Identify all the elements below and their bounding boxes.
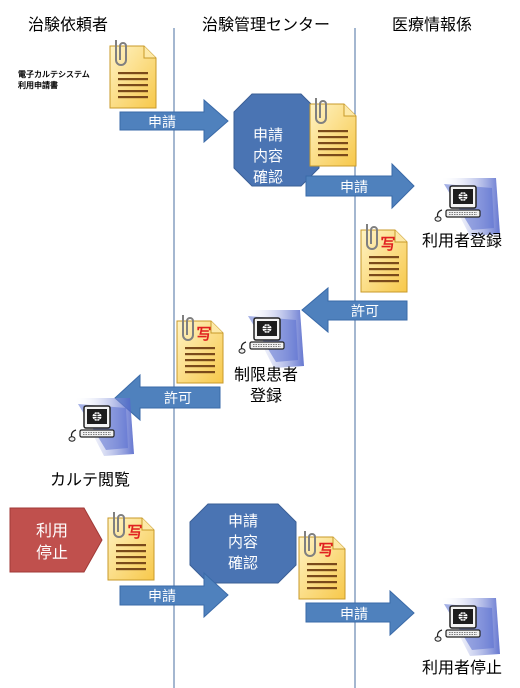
review-1-line3: 確認 <box>253 168 283 186</box>
document-icon-center <box>309 97 357 167</box>
document-caption-line2: 利用申請書 <box>17 80 58 90</box>
copy-stamp-1: 写 <box>380 235 395 253</box>
review-2-line1: 申請 <box>228 512 258 530</box>
computer-icon-medical-2 <box>434 597 501 657</box>
chart-view-label: カルテ閲覧 <box>50 470 130 489</box>
apply-arrow-4 <box>305 589 415 637</box>
apply-arrow-4-label: 申請 <box>340 607 368 623</box>
stop-request-shape <box>9 507 103 573</box>
restricted-patient-label-2: 登録 <box>250 386 282 405</box>
computer-icon-medical-1 <box>434 177 501 237</box>
computer-icon-center <box>238 309 305 369</box>
review-2-line3: 確認 <box>228 554 258 572</box>
lane-header-medical: 医療情報係 <box>392 15 472 34</box>
permit-arrow-1 <box>301 286 408 334</box>
permit-arrow-2-label: 許可 <box>164 391 192 407</box>
copy-stamp-4: 写 <box>318 541 333 559</box>
document-caption-line1: 電子カルテシステム <box>18 69 90 79</box>
user-registration-label: 利用者登録 <box>422 231 502 250</box>
lane-header-requester: 治験依頼者 <box>28 15 108 34</box>
apply-arrow-3-label: 申請 <box>148 589 176 605</box>
permit-arrow-1-label: 許可 <box>351 304 379 320</box>
copy-stamp-2: 写 <box>196 325 211 343</box>
restricted-patient-label-1: 制限患者 <box>234 365 298 384</box>
review-2-line2: 内容 <box>228 533 258 551</box>
review-hexagon-1 <box>233 93 320 187</box>
review-1-line2: 内容 <box>253 147 283 165</box>
computer-icon-requester <box>68 397 135 457</box>
apply-arrow-2-label: 申請 <box>340 180 368 196</box>
apply-arrow-1 <box>119 98 229 144</box>
user-stop-label: 利用者停止 <box>422 658 502 677</box>
application-document-icon <box>109 39 157 109</box>
stop-request-line2: 停止 <box>36 543 68 562</box>
apply-arrow-3 <box>119 571 229 619</box>
apply-arrow-1-label: 申請 <box>148 115 176 131</box>
copy-stamp-3: 写 <box>127 523 142 541</box>
stop-request-line1: 利用 <box>36 521 68 540</box>
review-1-line1: 申請 <box>253 126 283 144</box>
review-hexagon-2 <box>189 503 297 584</box>
lane-header-center: 治験管理センター <box>202 15 330 34</box>
apply-arrow-2 <box>305 162 415 210</box>
